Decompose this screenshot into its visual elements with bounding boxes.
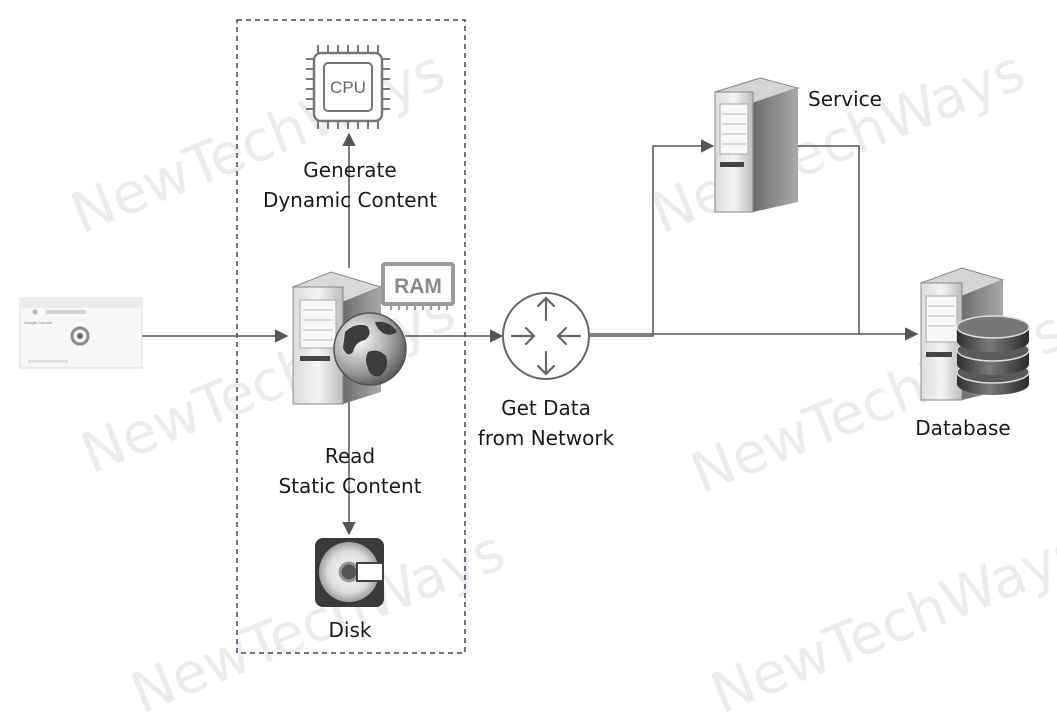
database-label: Database — [915, 416, 1011, 440]
database-icon — [956, 315, 1030, 395]
service-server-icon — [713, 77, 800, 213]
read-static-content-label: Read Static Content — [250, 441, 450, 501]
service-label: Service — [808, 87, 882, 111]
ram-icon: RAM — [381, 262, 455, 310]
ram-label: RAM — [394, 275, 442, 298]
service-to-database-line — [798, 145, 860, 334]
router-icon — [502, 292, 590, 380]
architecture-diagram: Google Chrome CPU — [19, 19, 1030, 654]
globe-icon — [333, 312, 407, 386]
get-data-line-1: Get Data — [501, 396, 591, 420]
read-line-1: Read — [324, 444, 376, 468]
disk-icon — [315, 538, 384, 607]
browser-tab-title: Google Chrome — [24, 320, 53, 325]
generate-line-1: Generate — [303, 158, 397, 182]
browser-window: Google Chrome — [19, 297, 143, 369]
disk-label: Disk — [328, 618, 372, 642]
get-data-from-network-label: Get Data from Network — [446, 393, 646, 453]
generate-dynamic-content-label: Generate Dynamic Content — [250, 155, 450, 215]
get-data-line-2: from Network — [477, 426, 615, 450]
read-line-2: Static Content — [278, 474, 422, 498]
generate-line-2: Dynamic Content — [262, 188, 438, 212]
cpu-label: CPU — [330, 78, 366, 97]
cpu-icon: CPU — [306, 45, 390, 129]
router-to-service-arrow — [590, 139, 715, 337]
